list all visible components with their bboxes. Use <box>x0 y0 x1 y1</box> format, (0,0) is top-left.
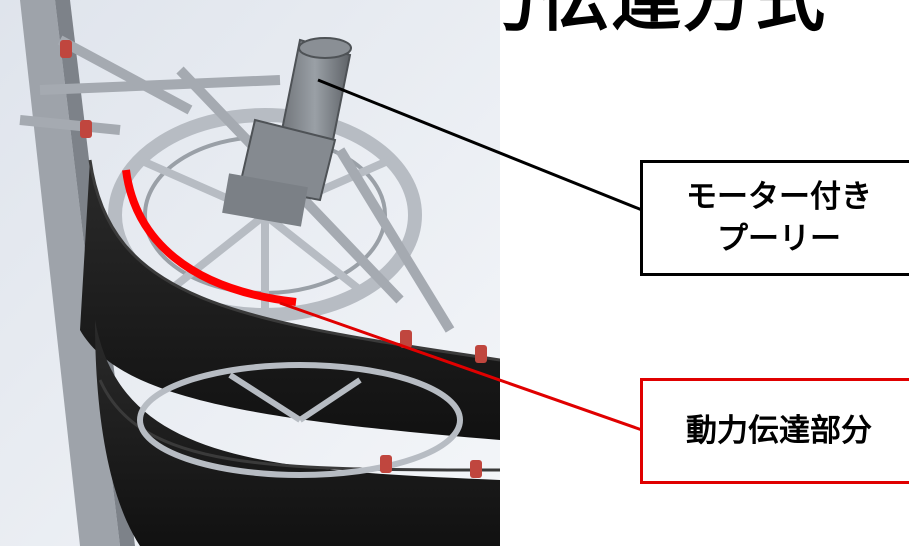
motor-callout-line1: モーター付き <box>686 179 872 215</box>
power-transmission-callout: 動力伝達部分 <box>640 378 909 484</box>
lower-belt <box>95 320 500 546</box>
motor-callout-line2: プーリー <box>717 221 841 257</box>
motor-pulley-callout: モーター付き プーリー <box>640 160 909 276</box>
power-transmission-highlight <box>122 169 297 306</box>
power-callout-label: 動力伝達部分 <box>686 413 872 449</box>
conveyor-illustration <box>0 0 500 546</box>
